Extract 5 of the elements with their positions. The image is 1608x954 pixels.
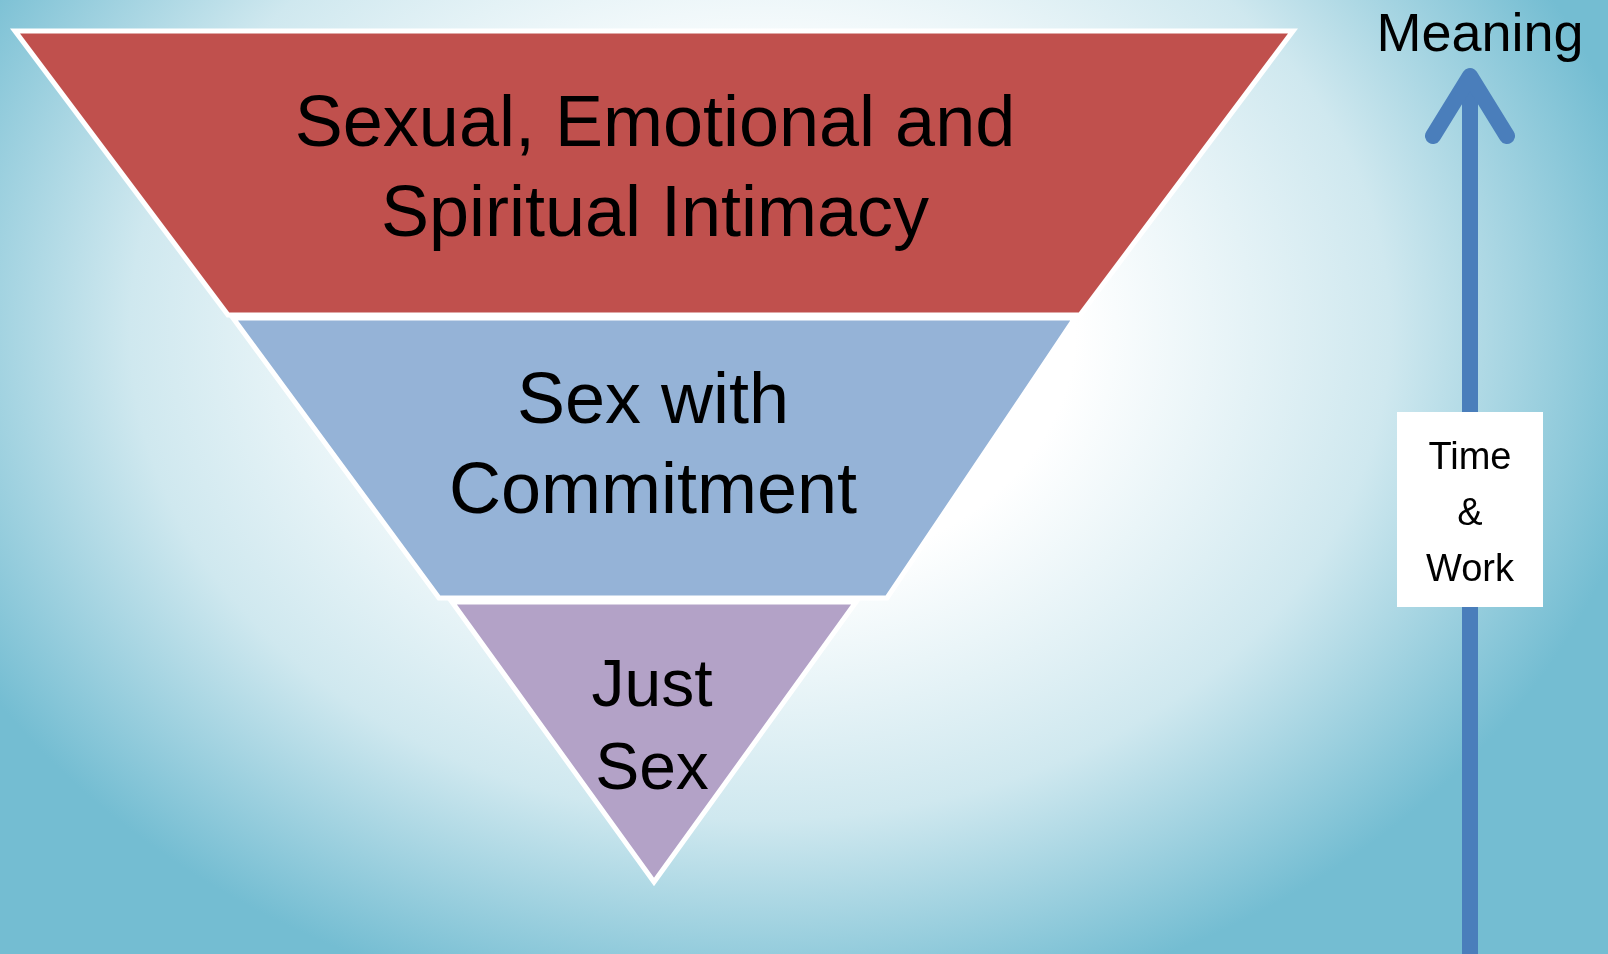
band-label: Sex with Commitment [447,357,859,530]
edge-label: Time & Work [1397,412,1543,607]
band-label: Just Sex [590,645,714,805]
axis-label: Meaning [1375,1,1585,64]
band-label: Sexual, Emotional and Spiritual Intimacy [293,80,1017,253]
